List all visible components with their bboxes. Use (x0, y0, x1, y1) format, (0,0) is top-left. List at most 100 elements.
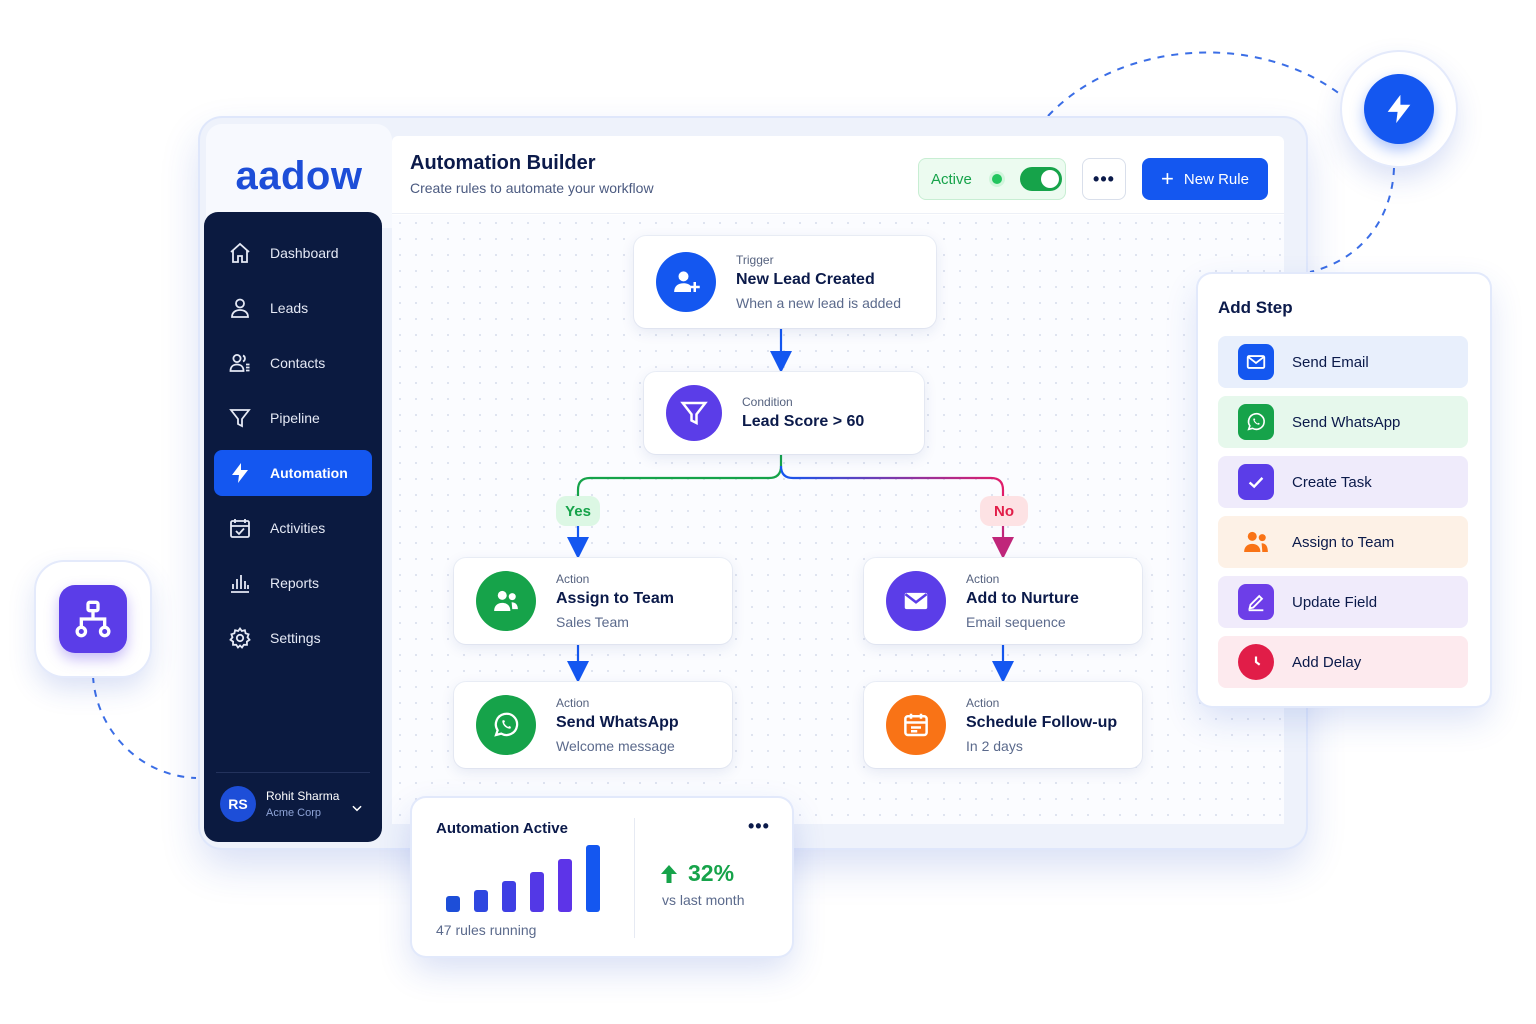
step-label: Assign to Team (1292, 533, 1395, 551)
node-desc: When a new lead is added (736, 295, 901, 311)
add-step-title: Add Step (1218, 298, 1293, 317)
activity-bar (530, 872, 544, 912)
bar-chart-icon (231, 575, 249, 593)
activity-bar (446, 896, 460, 912)
sidebar-item-contacts[interactable]: Contacts (214, 340, 372, 386)
sidebar-item-label: Settings (270, 630, 321, 646)
node-kicker: Action (966, 572, 1000, 586)
bolt-icon (1387, 94, 1411, 124)
node-kicker: Action (556, 572, 590, 586)
logo-text: aadow (235, 153, 363, 198)
automation-stats-card: Automation Active ••• 47 rules running 3… (412, 798, 792, 956)
step-label: Add Delay (1292, 653, 1362, 671)
toggle-knob (1040, 170, 1059, 188)
chevron-down-icon[interactable] (350, 801, 364, 815)
change-caption: vs last month (662, 892, 745, 908)
sidebar-item-label: Activities (270, 520, 326, 536)
action-node-schedule-follow-up[interactable]: Action Schedule Follow-up In 2 days (864, 682, 1142, 768)
node-title: Assign to Team (556, 590, 674, 607)
action-node-send-whatsapp[interactable]: Action Send WhatsApp Welcome message (454, 682, 732, 768)
sidebar-item-label: Contacts (270, 355, 326, 371)
user-profile[interactable]: RS Rohit Sharma Acme Corp (216, 772, 370, 822)
step-assign-to-team[interactable]: Assign to Team (1218, 516, 1468, 568)
more-options-button[interactable]: ••• (1082, 158, 1126, 200)
condition-node[interactable]: Condition Lead Score > 60 (644, 372, 924, 454)
node-kicker: Action (556, 696, 590, 710)
change-percentage: 32% (660, 860, 734, 887)
sidebar-item-label: Reports (270, 575, 320, 591)
clock-icon (1254, 656, 1261, 666)
stats-title: Automation Active (436, 820, 568, 837)
user-icon (231, 298, 249, 318)
action-node-add-nurture[interactable]: Action Add to Nurture Email sequence (864, 558, 1142, 644)
sidebar-item-reports[interactable]: Reports (214, 560, 372, 606)
team-icon (1244, 531, 1268, 552)
calendar-check-icon (230, 519, 250, 538)
activity-bar (502, 881, 516, 912)
sidebar-item-settings[interactable]: Settings (214, 615, 372, 661)
node-title: Schedule Follow-up (966, 714, 1118, 731)
node-title: New Lead Created (736, 271, 875, 288)
active-status-toggle-group: Active (918, 158, 1066, 200)
new-rule-button[interactable]: + New Rule (1142, 158, 1268, 200)
action-node-assign-team[interactable]: Action Assign to Team Sales Team (454, 558, 732, 644)
add-step-panel: Add Step Send Email Send WhatsApp Create… (1198, 274, 1490, 706)
step-send-email[interactable]: Send Email (1218, 336, 1468, 388)
node-desc: In 2 days (966, 738, 1023, 754)
team-icon (494, 590, 518, 611)
step-label: Create Task (1292, 473, 1372, 491)
sidebar-item-activities[interactable]: Activities (214, 505, 372, 551)
funnel-icon (680, 401, 708, 426)
stats-divider (634, 818, 635, 938)
contacts-icon (229, 354, 250, 372)
plus-icon: + (1161, 166, 1174, 191)
yes-branch-label: Yes (556, 496, 600, 526)
user-plus-icon (674, 271, 700, 292)
stats-more-button[interactable]: ••• (748, 816, 770, 836)
sidebar-item-pipeline[interactable]: Pipeline (214, 395, 372, 441)
step-label: Send Email (1292, 353, 1369, 371)
sidebar-item-automation[interactable]: Automation (214, 450, 372, 496)
trigger-node[interactable]: Trigger New Lead Created When a new lead… (634, 236, 936, 328)
sidebar: Dashboard Leads Contacts Pipeline Automa… (204, 212, 382, 842)
step-add-delay[interactable]: Add Delay (1218, 636, 1468, 688)
page-subtitle: Create rules to automate your workflow (410, 180, 654, 196)
home-icon (230, 242, 250, 263)
sidebar-item-label: Automation (270, 465, 348, 481)
automation-bolt-badge (1342, 52, 1456, 166)
node-desc: Welcome message (556, 738, 675, 754)
workflow-tree-icon (75, 600, 111, 638)
step-label: Send WhatsApp (1292, 413, 1401, 431)
mail-icon (1246, 355, 1266, 369)
active-toggle[interactable] (1019, 167, 1062, 191)
step-create-task[interactable]: Create Task (1218, 456, 1468, 508)
calendar-icon (904, 713, 928, 737)
node-desc: Sales Team (556, 614, 629, 630)
step-send-whatsapp[interactable]: Send WhatsApp (1218, 396, 1468, 448)
user-org: Acme Corp (266, 806, 322, 819)
sidebar-item-leads[interactable]: Leads (214, 285, 372, 331)
whatsapp-icon (1247, 412, 1265, 431)
workflow-badge (36, 562, 150, 676)
activity-bar (474, 890, 488, 912)
rules-running-count: 47 rules running (436, 922, 537, 938)
step-update-field[interactable]: Update Field (1218, 576, 1468, 628)
gear-icon (229, 626, 251, 649)
page-title: Automation Builder (410, 152, 596, 174)
user-name: Rohit Sharma (266, 788, 340, 803)
edit-icon (1248, 594, 1264, 612)
activity-bar (558, 859, 572, 912)
bolt-icon (232, 463, 248, 483)
node-kicker: Condition (742, 395, 793, 409)
new-rule-label: New Rule (1183, 170, 1249, 188)
node-title: Send WhatsApp (556, 714, 679, 731)
status-label: Active (931, 170, 972, 188)
node-title: Lead Score > 60 (742, 413, 865, 430)
step-label: Update Field (1292, 593, 1378, 611)
no-branch-label: No (980, 496, 1028, 526)
sidebar-item-dashboard[interactable]: Dashboard (214, 230, 372, 276)
node-kicker: Trigger (736, 253, 774, 267)
mail-icon (904, 592, 928, 610)
arrow-up-icon (661, 864, 677, 883)
sidebar-item-label: Leads (270, 300, 309, 316)
